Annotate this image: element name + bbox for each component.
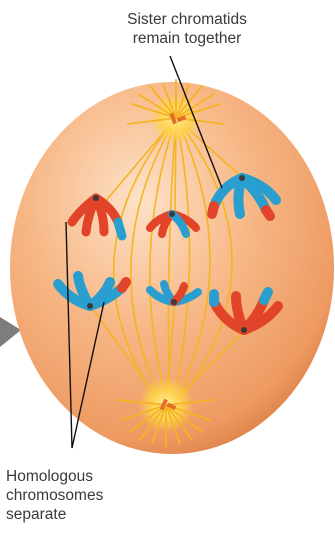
label-line: separate <box>6 505 103 524</box>
label-line: chromosomes <box>6 486 103 505</box>
label-line: Homologous <box>6 467 103 486</box>
label-sister-chromatids: Sister chromatids remain together <box>92 10 282 48</box>
label-line: remain together <box>92 29 282 48</box>
label-homologous-chromosomes: Homologous chromosomes separate <box>6 467 103 524</box>
label-line: Sister chromatids <box>92 10 282 29</box>
